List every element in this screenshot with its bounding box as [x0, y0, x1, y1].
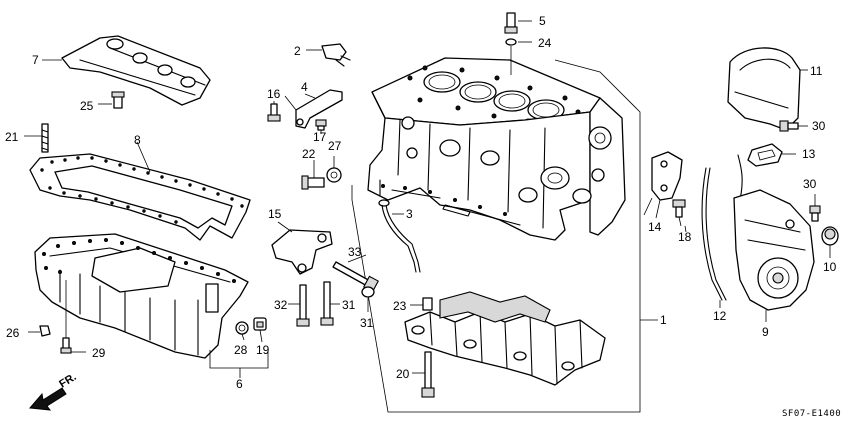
part-19-drain-plug [253, 317, 267, 331]
part-14-bracket [651, 151, 683, 219]
callout-8: 8 [134, 133, 141, 147]
bearing-cap-assembly [404, 291, 606, 386]
part-8-gasket [29, 141, 251, 241]
callout-labels: 1 2 3 4 5 6 7 8 9 10 11 12 13 14 15 16 1… [5, 14, 837, 391]
part-26-nut [28, 325, 51, 337]
part-11-upper-cover [727, 47, 808, 131]
callout-13: 13 [802, 147, 816, 161]
callout-19: 19 [256, 343, 270, 357]
part-31-nut [361, 286, 375, 312]
callout-6: 6 [236, 377, 243, 391]
block-group-frame [351, 59, 658, 413]
callout-16: 16 [267, 87, 281, 101]
part-22-bolt [301, 160, 325, 190]
callout-5: 5 [539, 14, 546, 28]
part-17-bolt [315, 119, 327, 131]
part-20-bolt [412, 351, 435, 398]
callout-28: 28 [234, 343, 248, 357]
part-29-bolt [60, 280, 86, 354]
callout-12: 12 [713, 309, 727, 323]
callout-32: 32 [274, 298, 288, 312]
oil-pan [34, 233, 269, 378]
part-30-bolt-upper [779, 120, 808, 132]
callout-31a: 31 [342, 298, 356, 312]
callout-27: 27 [328, 139, 342, 153]
callout-22: 22 [302, 147, 316, 161]
cylinder-block [367, 57, 626, 241]
callout-26: 26 [6, 326, 20, 340]
callout-29: 29 [92, 346, 106, 360]
part-15-bracket [271, 221, 333, 275]
callout-24: 24 [538, 36, 552, 50]
part-13-grommet [747, 143, 796, 167]
part-31-bolt [320, 281, 340, 326]
callout-33: 33 [348, 245, 362, 259]
callout-25: 25 [80, 99, 94, 113]
diagram-code: SF07-E1400 [782, 409, 841, 419]
callout-20: 20 [396, 367, 410, 381]
callout-30b: 30 [803, 177, 817, 191]
callout-18: 18 [678, 230, 692, 244]
callout-10: 10 [823, 260, 837, 274]
leader-lines [241, 95, 687, 343]
part-7-baffle [42, 35, 211, 106]
callout-23: 23 [393, 299, 407, 313]
callout-4: 4 [301, 80, 308, 94]
part-32-bolt [288, 284, 310, 327]
part-5-switch [504, 12, 532, 34]
part-25-bolt [98, 91, 125, 109]
part-16-bolt [267, 103, 281, 122]
part-4-bracket [295, 89, 343, 129]
callout-7: 7 [32, 53, 39, 67]
callout-3: 3 [406, 207, 413, 221]
part-30-bolt-lower [809, 194, 821, 222]
callout-14: 14 [648, 220, 662, 234]
callout-11: 11 [810, 64, 823, 78]
callout-30a: 30 [812, 119, 826, 133]
part-18-bolt [672, 199, 686, 227]
part-12-seal [701, 154, 743, 308]
callout-1: 1 [660, 313, 667, 327]
direction-label: FR. [57, 371, 78, 391]
part-10-cap [821, 226, 839, 258]
part-21-stud [24, 123, 49, 153]
part-28-washer [235, 321, 249, 335]
callout-9: 9 [762, 325, 769, 339]
callout-31b: 31 [360, 316, 374, 330]
front-direction-arrow: FR. [28, 371, 79, 411]
callout-15: 15 [268, 207, 282, 221]
part-2-sensor [306, 43, 351, 67]
callout-17: 17 [313, 130, 327, 144]
part-23-dowel [410, 297, 433, 311]
part-24-washer [505, 38, 532, 75]
part-9-lower-cover [733, 189, 815, 322]
callout-21: 21 [5, 130, 19, 144]
part-27-washer [326, 156, 342, 183]
callout-2: 2 [294, 44, 301, 58]
part-3-dipstick-tube [378, 199, 421, 273]
